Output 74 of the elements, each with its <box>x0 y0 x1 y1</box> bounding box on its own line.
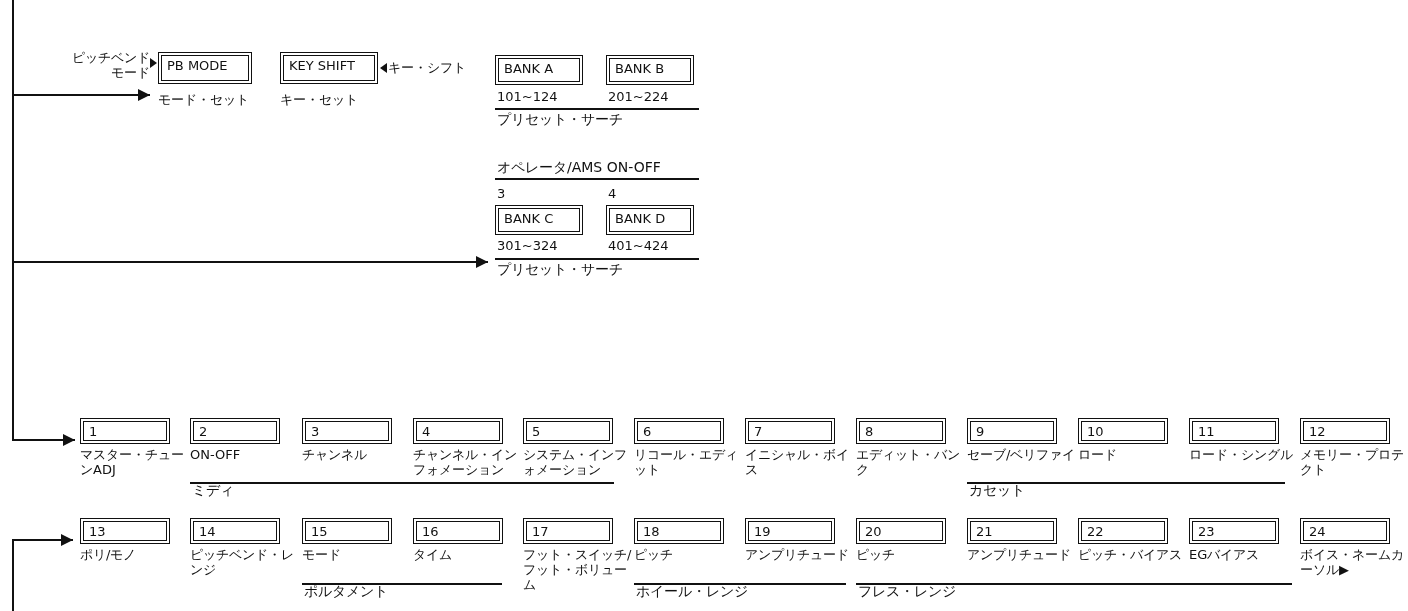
panel-button: 4 <box>413 418 503 444</box>
button-caption: ON-OFF <box>190 447 242 462</box>
panel-button: 2 <box>190 418 280 444</box>
button-caption: 3 <box>497 186 507 201</box>
panel-button: BANK B <box>606 55 694 85</box>
button-caption: ピッチベンドモード <box>71 50 150 80</box>
panel-button: 20 <box>856 518 946 544</box>
panel-button: 17 <box>523 518 613 544</box>
panel-button: 23 <box>1189 518 1279 544</box>
button-caption: ピッチ・バイアス <box>1078 547 1183 562</box>
button-caption: EGバイアス <box>1189 547 1261 562</box>
group-label: プリセット・サーチ <box>497 262 623 277</box>
panel-button: BANK D <box>606 205 694 235</box>
panel-button: 9 <box>967 418 1057 444</box>
button-caption: キー・シフト <box>388 60 467 75</box>
button-caption: ピッチ <box>634 547 674 562</box>
panel-button: 3 <box>302 418 392 444</box>
group-label: ホイール・レンジ <box>636 584 748 599</box>
button-caption: キー・セット <box>280 92 359 107</box>
button-caption: イニシャル・ボイス <box>745 447 850 477</box>
group-label: フレス・レンジ <box>858 584 956 599</box>
button-caption: 301~324 <box>497 238 559 253</box>
panel-button: 10 <box>1078 418 1168 444</box>
panel-button: 18 <box>634 518 724 544</box>
button-caption: チャンネル・インフォメーション <box>413 447 518 477</box>
arrow <box>12 0 76 446</box>
panel-button: 1 <box>80 418 170 444</box>
button-caption: リコール・エディット <box>634 447 739 477</box>
group-label: ポルタメント <box>304 584 388 599</box>
button-caption: システム・インフォメーション <box>523 447 628 477</box>
panel-button: 14 <box>190 518 280 544</box>
button-caption: マスター・チューンADJ <box>80 447 185 477</box>
group-label: オペレータ/AMS ON-OFF <box>497 160 661 175</box>
panel-button: 5 <box>523 418 613 444</box>
button-caption: ロード <box>1078 447 1118 462</box>
button-caption: モード・セット <box>158 92 250 107</box>
panel-button: BANK C <box>495 205 583 235</box>
panel-button: 6 <box>634 418 724 444</box>
button-caption: エディット・バンク <box>856 447 961 477</box>
panel-button: 16 <box>413 518 503 544</box>
button-caption: ピッチ <box>856 547 896 562</box>
panel-button: 21 <box>967 518 1057 544</box>
group-label: プリセット・サーチ <box>497 112 623 127</box>
button-caption: 201~224 <box>608 89 670 104</box>
panel-button: BANK A <box>495 55 583 85</box>
panel-button: 22 <box>1078 518 1168 544</box>
panel-button: PB MODE <box>158 52 252 84</box>
group-label: ミディ <box>192 483 234 498</box>
panel-button: 8 <box>856 418 946 444</box>
panel-button: 24 <box>1300 518 1390 544</box>
button-caption: モード <box>302 547 342 562</box>
button-caption: ポリ/モノ <box>80 547 138 562</box>
button-caption: ボイス・ネームカーソル▶ <box>1300 547 1405 577</box>
button-caption: 401~424 <box>608 238 670 253</box>
panel-button: 7 <box>745 418 835 444</box>
button-caption: ロード・シングル <box>1189 447 1294 462</box>
panel-button: KEY SHIFT <box>280 52 378 84</box>
button-caption: フット・スイッチ/フット・ボリューム <box>523 547 633 592</box>
button-caption: タイム <box>413 547 453 562</box>
group-label: カセット <box>969 483 1025 498</box>
button-caption: チャンネル <box>302 447 368 462</box>
button-caption: アンプリチュード <box>745 547 850 562</box>
panel-button: 11 <box>1189 418 1279 444</box>
arrow <box>12 534 74 611</box>
button-caption: アンプリチュード <box>967 547 1072 562</box>
button-caption: メモリー・プロテクト <box>1300 447 1405 477</box>
button-caption: ピッチベンド・レンジ <box>190 547 295 577</box>
panel-button: 19 <box>745 518 835 544</box>
panel-button: 15 <box>302 518 392 544</box>
panel-button: 13 <box>80 518 170 544</box>
button-caption: セーブ/ベリファイ <box>967 447 1077 462</box>
panel-button: 12 <box>1300 418 1390 444</box>
button-caption: 101~124 <box>497 89 559 104</box>
button-caption: 4 <box>608 186 618 201</box>
